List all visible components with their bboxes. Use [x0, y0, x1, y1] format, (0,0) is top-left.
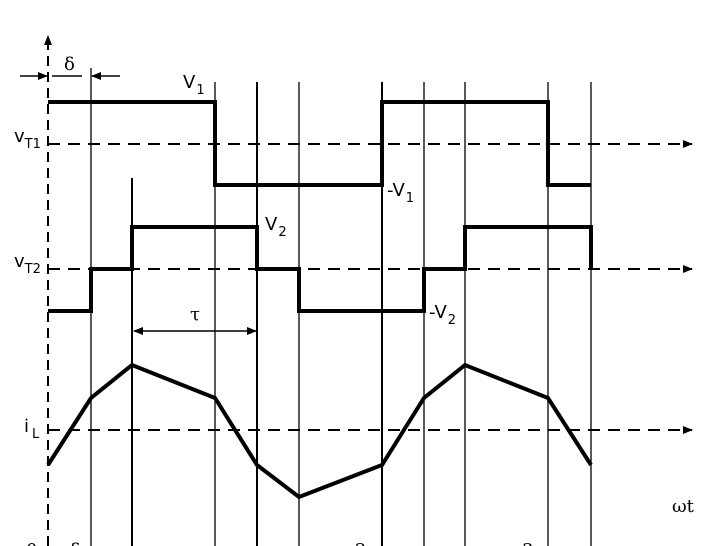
vt2-waveform	[48, 225, 593, 313]
vt1-label: vT1	[14, 126, 41, 152]
tick-delta: δ	[70, 540, 81, 546]
reference-axes	[48, 140, 693, 434]
delta-label: δ	[64, 54, 75, 75]
v1-low-label: -V1	[387, 180, 414, 206]
il-waveform	[46, 362, 593, 500]
time-gridlines	[90, 68, 592, 546]
tick-2pi: 2π	[355, 540, 378, 546]
omega-t-label: ωt	[672, 496, 695, 517]
tick-pi: π	[198, 540, 210, 546]
vt1-waveform	[48, 100, 591, 187]
v2-high-label: V2	[265, 214, 287, 240]
tau-label: τ	[190, 304, 200, 325]
tick-0: 0	[26, 540, 37, 546]
tick-3pi: 3π	[522, 540, 545, 546]
v1-high-label: V1	[183, 72, 205, 98]
v2-low-label: -V2	[429, 302, 456, 328]
vt2-label: vT2	[14, 251, 41, 277]
tau-arrow-left-head	[133, 327, 143, 335]
x-tick-labels: 0 δ π 2π 3π	[26, 540, 545, 546]
